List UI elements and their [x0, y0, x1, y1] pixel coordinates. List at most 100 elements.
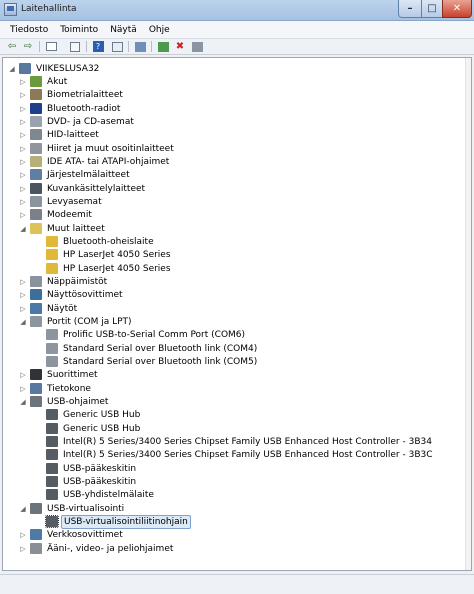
tree-item-label: Generic USB Hub: [63, 423, 141, 434]
usb-plug-icon: [46, 449, 58, 460]
tree-item[interactable]: ◢Muut laitteet: [18, 222, 107, 235]
tree-item[interactable]: Standard Serial over Bluetooth link (COM…: [34, 355, 259, 368]
tree-item[interactable]: Prolific USB-to-Serial Comm Port (COM6): [34, 328, 247, 341]
expand-icon[interactable]: ▷: [20, 157, 26, 166]
tree-item[interactable]: ▷ Bluetooth-radiot: [18, 102, 122, 115]
tree-item[interactable]: ▷Kuvankäsittelylaitteet: [18, 182, 147, 195]
tree-item[interactable]: Intel(R) 5 Series/3400 Series Chipset Fa…: [34, 448, 435, 461]
collapse-icon[interactable]: ◢: [20, 317, 26, 326]
tree-item[interactable]: Generic USB Hub: [34, 422, 142, 435]
menu-nayta[interactable]: Näytä: [110, 24, 137, 35]
title-bar[interactable]: Laitehallinta – □ ✕: [0, 0, 474, 21]
tree-item[interactable]: USB-pääkeskitin: [34, 475, 138, 488]
expand-icon[interactable]: ▷: [20, 197, 26, 206]
tree-item[interactable]: Standard Serial over Bluetooth link (COM…: [34, 342, 259, 355]
expand-icon[interactable]: ▷: [20, 530, 26, 539]
tree-item[interactable]: ▷Näppäimistöt: [18, 275, 109, 288]
tree-item[interactable]: ▷Tietokone: [18, 382, 93, 395]
tree-item[interactable]: ◢Portit (COM ja LPT): [18, 315, 134, 328]
tree-item[interactable]: Intel(R) 5 Series/3400 Series Chipset Fa…: [34, 435, 434, 448]
toolbar: ⇦ ⇨ ? ✖: [0, 39, 474, 55]
expand-icon[interactable]: ▷: [20, 90, 26, 99]
menu-ohje[interactable]: Ohje: [148, 24, 170, 35]
disable-button[interactable]: [190, 40, 204, 53]
collapse-icon[interactable]: ◢: [9, 64, 15, 73]
tree-root[interactable]: ◢ VIIKESLUSA32: [7, 62, 101, 75]
expand-icon[interactable]: ▷: [20, 210, 26, 219]
help-icon: ?: [92, 41, 104, 52]
tree-item-label: DVD- ja CD-asemat: [47, 116, 134, 127]
tree-item[interactable]: USB-pääkeskitin: [34, 462, 138, 475]
tree-item[interactable]: ▷Levyasemat: [18, 195, 104, 208]
tree-item[interactable]: ▷Verkkosovittimet: [18, 528, 125, 541]
tree-item[interactable]: ▷Modeemit: [18, 208, 94, 221]
collapse-icon[interactable]: ◢: [20, 397, 26, 406]
tree-item-label: USB-yhdistelmälaite: [63, 489, 154, 500]
tree-item[interactable]: USB-virtualisointiliitinohjain: [34, 514, 191, 529]
forward-icon: ⇨: [23, 41, 33, 52]
expand-icon[interactable]: ▷: [20, 277, 26, 286]
minimize-button[interactable]: –: [398, 0, 422, 18]
console-tree-button[interactable]: [44, 40, 58, 53]
vertical-scrollbar[interactable]: [465, 58, 471, 570]
collapse-icon[interactable]: ◢: [20, 504, 26, 513]
tree-item[interactable]: ◢USB-virtualisointi: [18, 502, 126, 515]
expand-icon[interactable]: ▷: [20, 544, 26, 553]
uninstall-icon: ✖: [175, 41, 185, 52]
expand-icon[interactable]: ▷: [20, 144, 26, 153]
tree-item[interactable]: HP LaserJet 4050 Series: [34, 262, 173, 275]
expand-icon[interactable]: ▷: [20, 290, 26, 299]
expand-icon[interactable]: ▷: [20, 304, 26, 313]
port-icon: [46, 356, 58, 367]
tree-item[interactable]: ▷ DVD- ja CD-asemat: [18, 115, 136, 128]
tree-item-label: Bluetooth-radiot: [47, 103, 121, 114]
back-button[interactable]: ⇦: [5, 40, 19, 53]
expand-icon[interactable]: ▷: [20, 184, 26, 193]
update-driver-button[interactable]: [156, 40, 170, 53]
menu-toiminto[interactable]: Toiminto: [60, 24, 99, 35]
menu-tiedosto[interactable]: Tiedosto: [10, 24, 49, 35]
expand-icon[interactable]: ▷: [20, 104, 26, 113]
tree-item-label: USB-ohjaimet: [47, 396, 109, 407]
update-driver-icon: [157, 41, 169, 52]
system-devices-icon: [30, 169, 42, 180]
properties-list-button[interactable]: [68, 40, 82, 53]
close-button[interactable]: ✕: [442, 0, 472, 18]
tree-item[interactable]: ▷ Näyttösovittimet: [18, 288, 125, 301]
forward-button[interactable]: ⇨: [21, 40, 35, 53]
usb-controller-icon: [30, 396, 42, 407]
tree-item[interactable]: ▷Suorittimet: [18, 368, 100, 381]
tree-item-label: Järjestelmälaitteet: [47, 169, 130, 180]
tree-item[interactable]: ▷Ääni-, video- ja peliohjaimet: [18, 542, 175, 555]
tree-item[interactable]: ▷Näytöt: [18, 302, 79, 315]
tree-item-label: Biometrialaitteet: [47, 89, 123, 100]
expand-icon[interactable]: ▷: [20, 77, 26, 86]
scan-hardware-button[interactable]: [133, 40, 147, 53]
expand-icon[interactable]: ▷: [20, 370, 26, 379]
device-tree[interactable]: ◢ VIIKESLUSA32 ▷Akut▷Biometrialaitteet▷B…: [2, 57, 472, 571]
tree-item[interactable]: ▷HID-laitteet: [18, 128, 101, 141]
tree-item[interactable]: ◢ USB-ohjaimet: [18, 395, 110, 408]
collapse-icon[interactable]: ◢: [20, 224, 26, 233]
tree-item[interactable]: ▷IDE ATA- tai ATAPI-ohjaimet: [18, 155, 171, 168]
tree-item[interactable]: ▷ Järjestelmälaitteet: [18, 168, 132, 181]
port-icon: [46, 343, 58, 354]
help-button[interactable]: ?: [91, 40, 105, 53]
tree-item[interactable]: ▷Hiiret ja muut osoitinlaitteet: [18, 142, 176, 155]
tree-item[interactable]: ▷ Biometrialaitteet: [18, 88, 125, 101]
tree-item[interactable]: Generic USB Hub: [34, 408, 142, 421]
expand-icon[interactable]: ▷: [20, 170, 26, 179]
tree-item[interactable]: HP LaserJet 4050 Series: [34, 248, 173, 261]
maximize-button[interactable]: □: [421, 0, 443, 18]
tree-item[interactable]: Bluetooth-oheislaite: [34, 235, 156, 248]
tree-item[interactable]: ▷Akut: [18, 75, 69, 88]
expand-icon[interactable]: ▷: [20, 384, 26, 393]
tree-item-label: Näyttösovittimet: [47, 289, 123, 300]
show-hidden-button[interactable]: [110, 40, 124, 53]
expand-icon[interactable]: ▷: [20, 117, 26, 126]
uninstall-button[interactable]: ✖: [173, 40, 187, 53]
modem-icon: [30, 209, 42, 220]
tree-item[interactable]: USB-yhdistelmälaite: [34, 488, 156, 501]
expand-icon[interactable]: ▷: [20, 130, 26, 139]
